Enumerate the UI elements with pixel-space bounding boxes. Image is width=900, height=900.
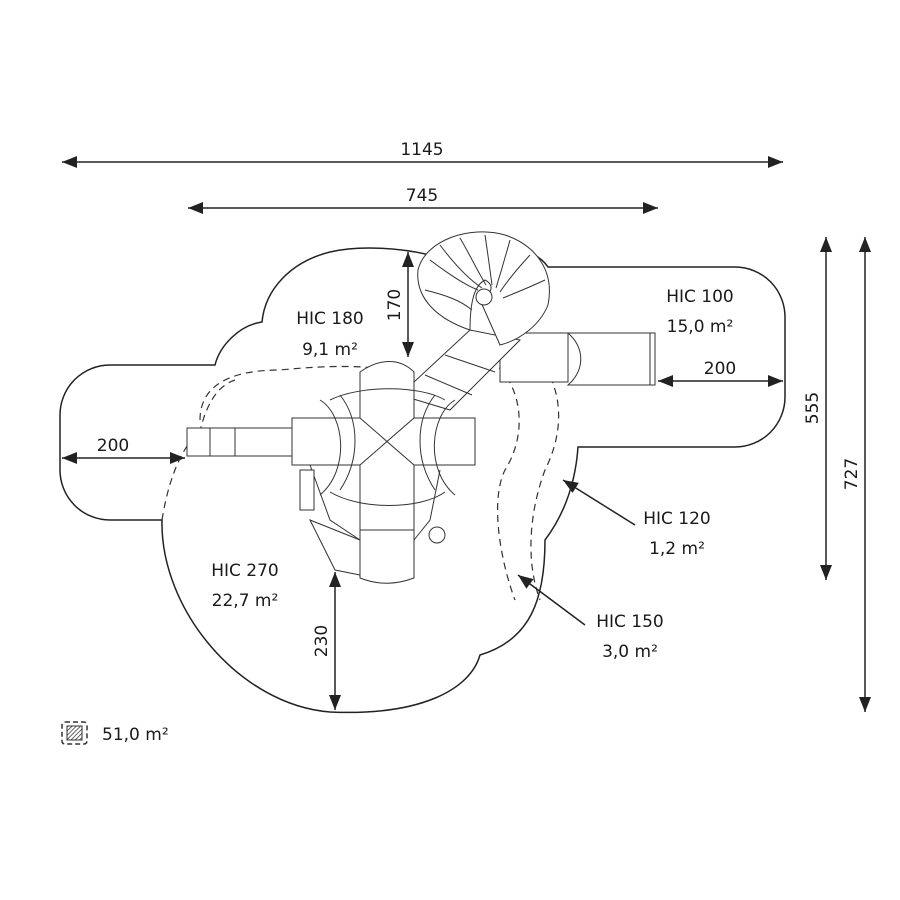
safety-zone-outline — [59, 244, 786, 714]
legend: 51,0 m² — [61, 721, 169, 745]
dim-inner-depth: 555 — [803, 392, 823, 424]
zone-hic-100: HIC 100 — [666, 287, 734, 307]
zone-hic-150: HIC 150 — [596, 612, 664, 632]
dim-bottom-clearance: 230 — [312, 625, 332, 657]
zone-hic-180: HIC 180 — [296, 309, 364, 329]
zone-area-100: 15,0 m² — [667, 317, 734, 337]
zone-area-120: 1,2 m² — [649, 539, 705, 559]
zone-hic-270: HIC 270 — [211, 561, 279, 581]
dim-total-width: 1145 — [400, 140, 443, 160]
zone-area-270: 22,7 m² — [212, 591, 279, 611]
dim-inner-width: 745 — [406, 186, 438, 206]
dim-total-depth: 727 — [842, 458, 862, 490]
dim-right-clearance: 200 — [704, 359, 736, 379]
left-slide — [186, 427, 293, 457]
zone-hic-120: HIC 120 — [643, 509, 711, 529]
tube-slide — [399, 231, 550, 411]
zone-area-150: 3,0 m² — [602, 642, 658, 662]
central-tower — [291, 361, 476, 584]
dim-top-clearance: 170 — [385, 289, 405, 321]
right-slide — [499, 332, 656, 386]
dim-left-clearance: 200 — [97, 436, 129, 456]
hatched-area-icon — [61, 721, 88, 745]
zone-area-180: 9,1 m² — [302, 340, 358, 360]
legend-total-area: 51,0 m² — [102, 725, 169, 745]
dimension-lines — [62, 156, 871, 712]
